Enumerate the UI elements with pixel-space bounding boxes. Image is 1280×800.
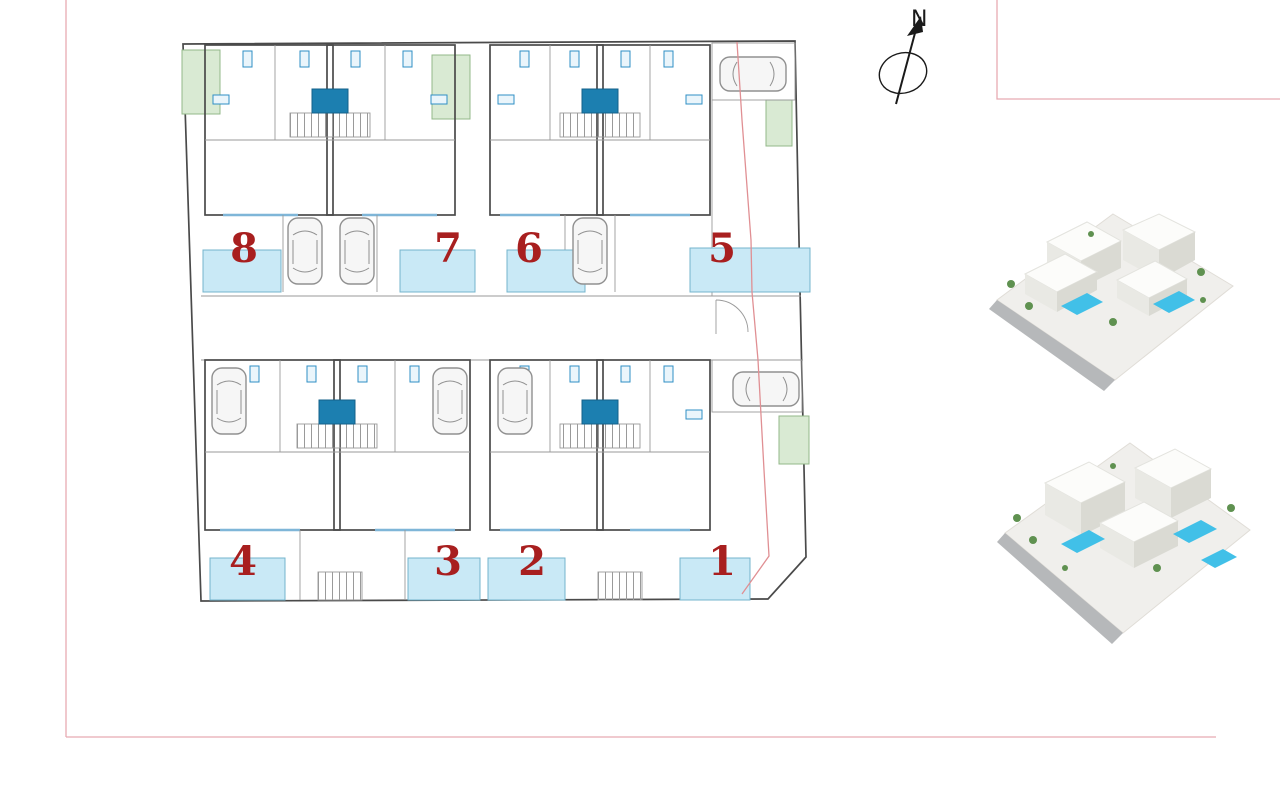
render-pools [1061,291,1195,315]
plot-number-1: 1 [708,538,736,585]
car [719,56,787,92]
stair-cores [311,88,619,425]
planter [778,415,810,465]
pool-plot-6 [506,249,586,293]
car [432,367,468,435]
duplex-block-6-5 [489,42,796,292]
pool-plot-1 [679,557,751,601]
pool-plot-7 [399,249,476,293]
car [339,217,375,285]
plot-number-7: 7 [434,225,462,272]
render-bushes [1013,463,1235,572]
car [211,367,247,435]
pool-plot-2 [487,557,566,601]
site-boundary [182,40,807,602]
car [287,217,323,285]
car [497,367,533,435]
north-arrow-icon [878,16,928,105]
pool-plot-8 [202,249,282,293]
villa-render-top [989,213,1234,391]
pool-plot-5 [689,247,811,293]
car [732,371,800,407]
parcel-line [736,41,770,595]
plot-number-6: 6 [515,225,543,272]
plot-numbers: 8 7 6 5 4 3 2 1 [229,225,736,585]
duplex-block-4-3 [204,359,471,601]
planters [181,49,810,465]
planter [431,54,471,120]
pool-plot-4 [209,557,286,601]
planter [765,99,793,147]
render-bushes [1007,231,1206,326]
sheet-border [65,0,1280,738]
plot-number-8: 8 [230,225,258,272]
pools [202,247,811,601]
plot-number-2: 2 [518,538,546,585]
plot-number-4: 4 [229,538,257,585]
villa-render-bottom [997,442,1251,644]
render-pools [1061,520,1237,568]
car [572,217,608,285]
north-compass: N [878,7,928,105]
duplex-block-8-7 [204,44,456,292]
pool-plot-3 [407,557,481,601]
plot-number-5: 5 [708,225,736,272]
plot-number-3: 3 [434,538,462,585]
duplex-block-2-1 [489,359,803,601]
